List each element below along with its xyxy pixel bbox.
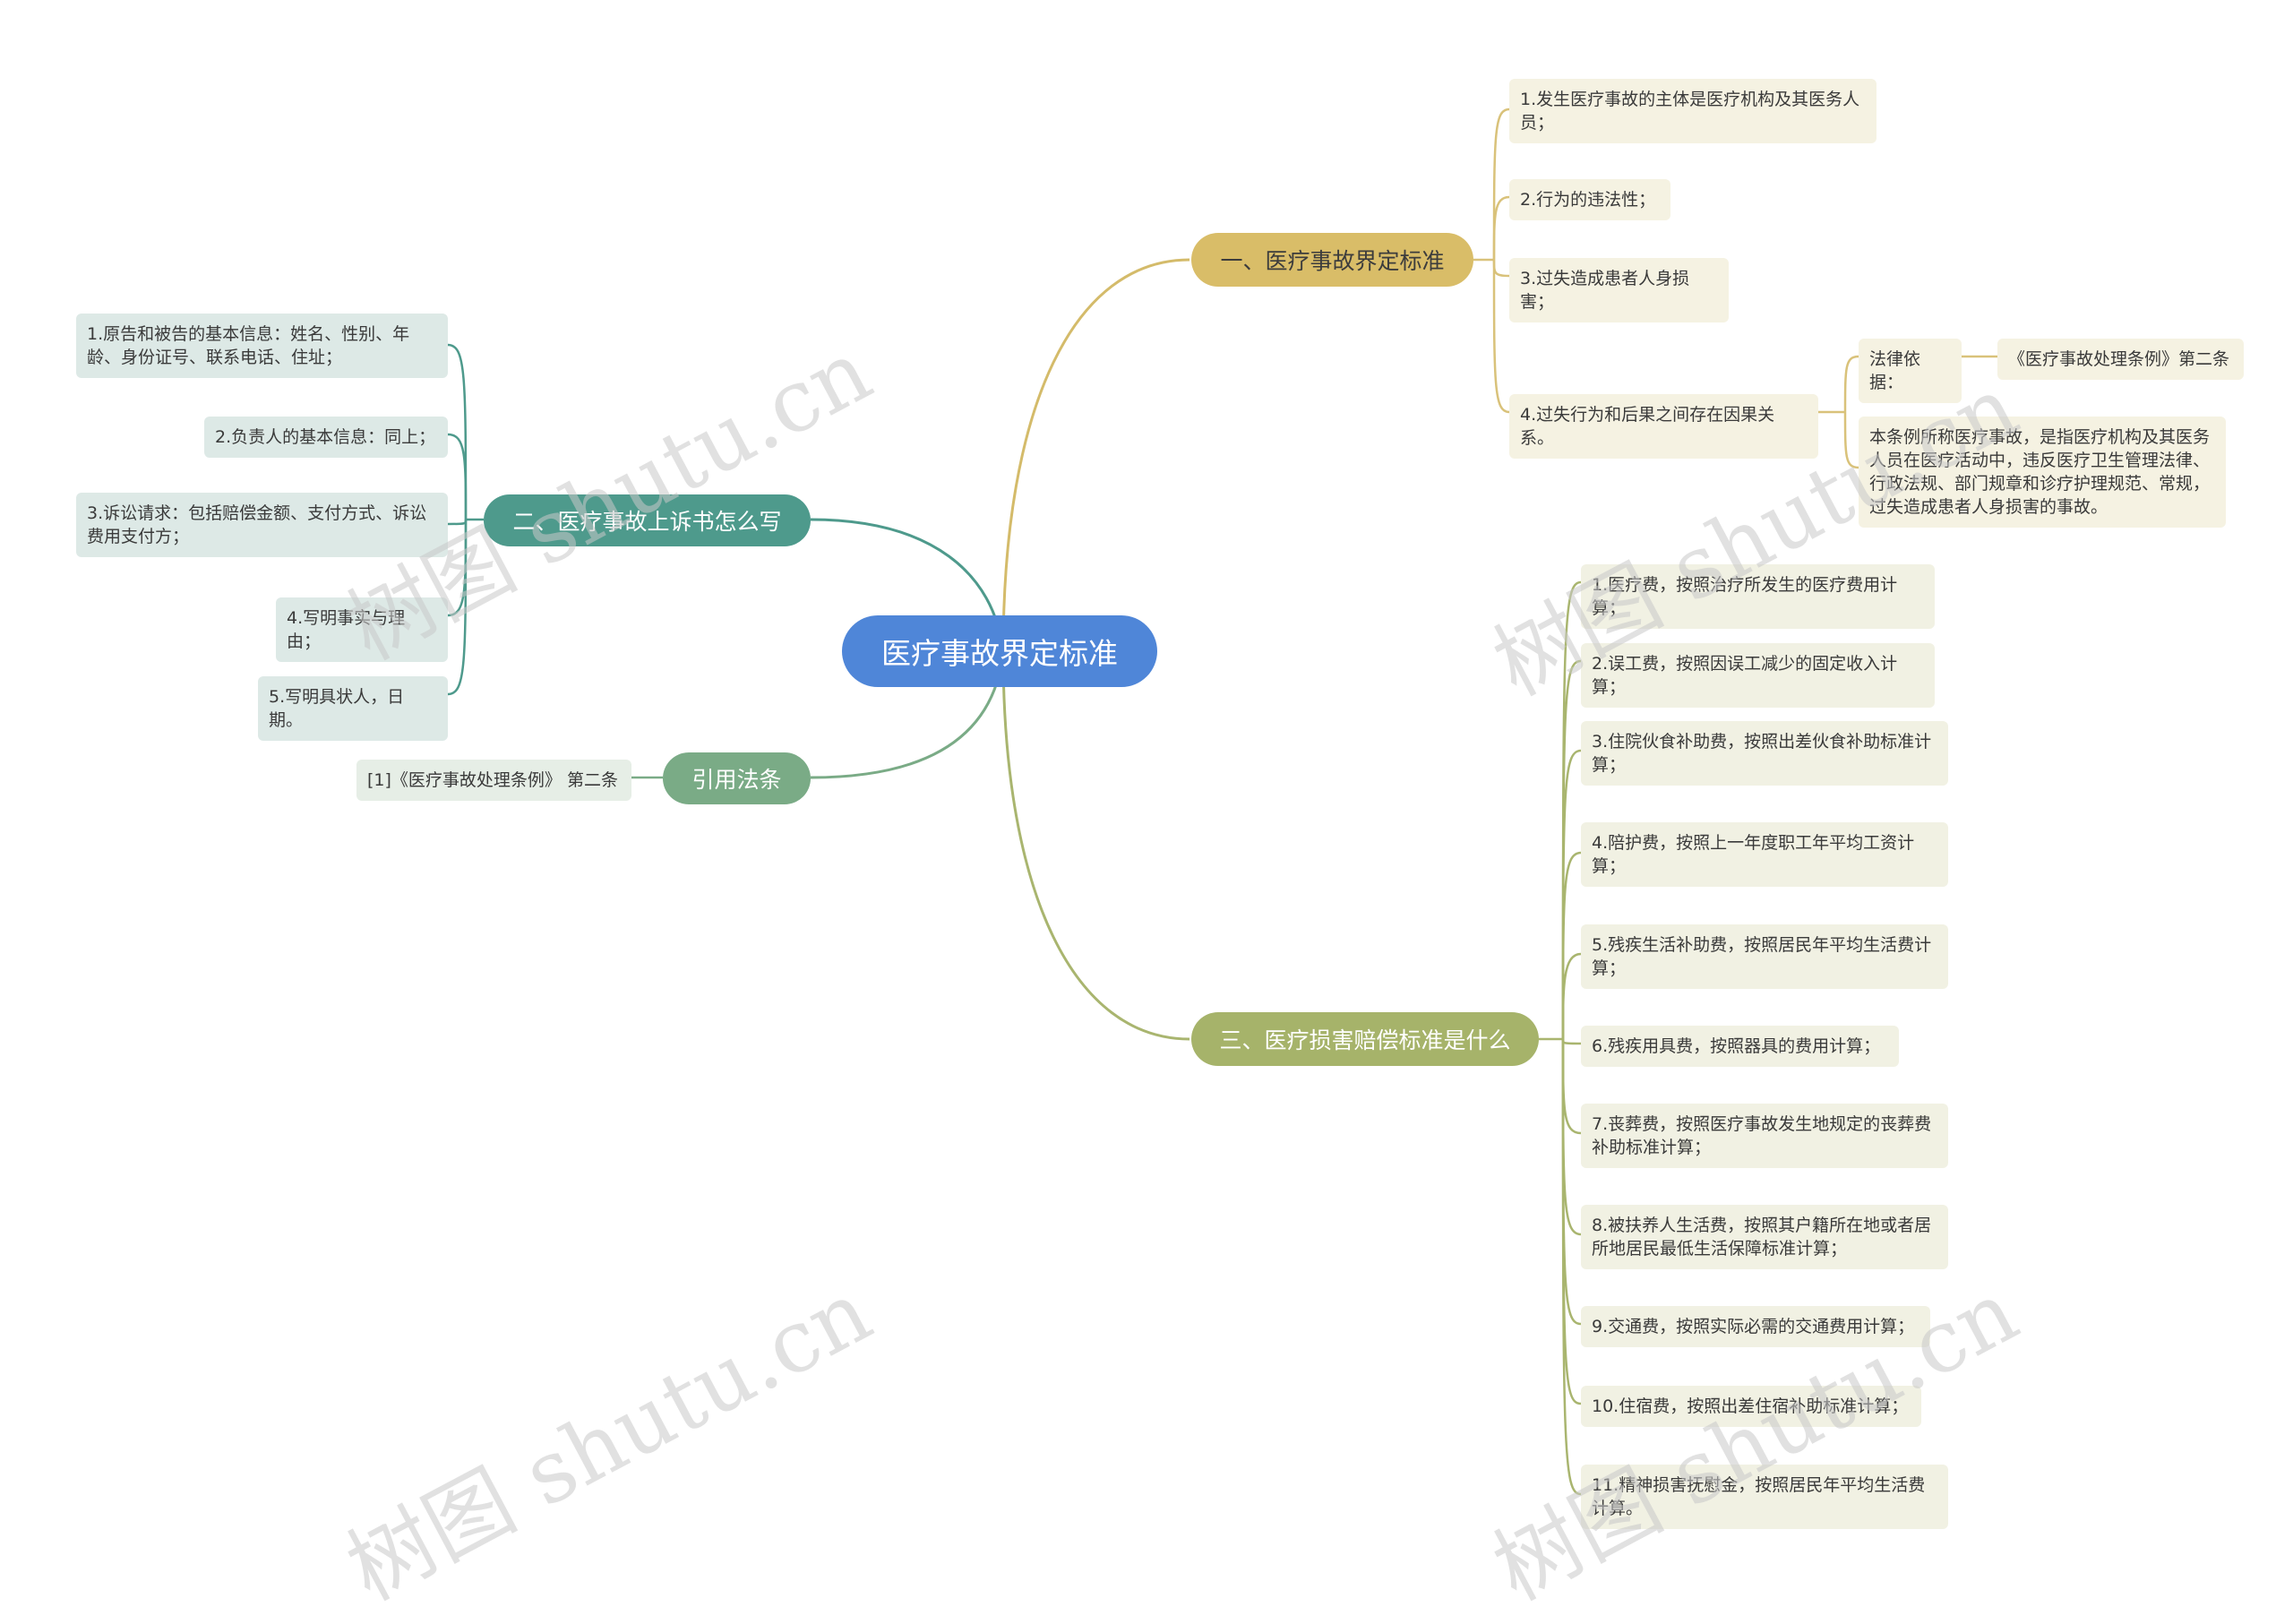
link-root-b3 (1001, 651, 1190, 1041)
link-b1-1 (1492, 107, 1510, 261)
appeal-item[interactable]: 5.写明具状人，日期。 (258, 676, 448, 741)
compensation-item[interactable]: 3.住院伙食补助费，按照出差伙食补助标准计算； (1581, 721, 1948, 786)
link-b3-5 (1561, 952, 1582, 1040)
link-b1-3 (1492, 259, 1510, 278)
branch-compensation[interactable]: 三、医疗损害赔偿标准是什么 (1191, 1012, 1539, 1066)
link-b3-4 (1561, 851, 1582, 1040)
link-b3-9 (1561, 1038, 1582, 1326)
link-b1-4b (1843, 411, 1859, 469)
link-b3-11 (1561, 1038, 1582, 1496)
compensation-item[interactable]: 4.陪护费，按照上一年度职工年平均工资计算； (1581, 822, 1948, 887)
appeal-item[interactable]: 4.写明事实与理由； (276, 597, 448, 662)
compensation-item[interactable]: 5.残疾生活补助费，按照居民年平均生活费计算； (1581, 924, 1948, 989)
citation-item[interactable]: [1]《医疗事故处理条例》 第二条 (356, 760, 631, 801)
link-b2-1 (447, 343, 468, 520)
link-b3-6 (1561, 1038, 1582, 1045)
branch-definition[interactable]: 一、医疗事故界定标准 (1191, 233, 1473, 287)
link-b3-7 (1561, 1038, 1582, 1135)
definition-item[interactable]: 1.发生医疗事故的主体是医疗机构及其医务人员； (1509, 79, 1876, 143)
link-b1-4 (1492, 259, 1510, 414)
legal-basis-reference[interactable]: 《医疗事故处理条例》第二条 (1997, 339, 2244, 380)
appeal-item[interactable]: 2.负责人的基本信息：同上； (204, 417, 448, 458)
branch-citation[interactable]: 引用法条 (663, 752, 811, 804)
branch-appeal[interactable]: 二、医疗事故上诉书怎么写 (484, 494, 811, 546)
root-topic[interactable]: 医疗事故界定标准 (842, 615, 1157, 687)
link-b3-2 (1561, 659, 1582, 1040)
link-b3-10 (1561, 1038, 1582, 1405)
link-b1-4a (1843, 355, 1859, 413)
compensation-item[interactable]: 2.误工费，按照因误工减少的固定收入计算； (1581, 643, 1935, 708)
link-b3-8 (1561, 1038, 1582, 1236)
definition-item[interactable]: 2.行为的违法性； (1509, 179, 1670, 220)
compensation-item[interactable]: 9.交通费，按照实际必需的交通费用计算； (1581, 1306, 1930, 1347)
compensation-item[interactable]: 11.精神损害抚慰金，按照居民年平均生活费计算。 (1581, 1465, 1948, 1529)
legal-basis-label[interactable]: 法律依据： (1859, 339, 1962, 403)
link-b1-2 (1492, 195, 1510, 261)
compensation-item[interactable]: 10.住宿费，按照出差住宿补助标准计算； (1581, 1386, 1921, 1427)
compensation-item[interactable]: 7.丧葬费，按照医疗事故发生地规定的丧葬费补助标准计算； (1581, 1104, 1948, 1168)
appeal-item[interactable]: 3.诉讼请求：包括赔偿金额、支付方式、诉讼费用支付方； (76, 493, 448, 557)
compensation-item[interactable]: 1.医疗费，按照治疗所发生的医疗费用计算； (1581, 564, 1935, 629)
legal-definition-text[interactable]: 本条例所称医疗事故，是指医疗机构及其医务人员在医疗活动中，违反医疗卫生管理法律、… (1859, 417, 2226, 528)
appeal-item[interactable]: 1.原告和被告的基本信息：姓名、性别、年龄、身份证号、联系电话、住址； (76, 314, 448, 378)
definition-item[interactable]: 4.过失行为和后果之间存在因果关系。 (1509, 394, 1818, 459)
definition-item[interactable]: 3.过失造成患者人身损害； (1509, 258, 1729, 322)
compensation-item[interactable]: 6.残疾用具费，按照器具的费用计算； (1581, 1026, 1899, 1067)
mindmap-canvas: 医疗事故界定标准 一、医疗事故界定标准 二、医疗事故上诉书怎么写 三、医疗损害赔… (76, 79, 2244, 1620)
compensation-item[interactable]: 8.被扶养人生活费，按照其户籍所在地或者居所地居民最低生活保障标准计算； (1581, 1205, 1948, 1269)
link-b2-2 (447, 433, 468, 520)
link-root-b1 (1001, 258, 1190, 653)
connector-lines (447, 107, 1997, 1496)
link-b2-5 (447, 519, 468, 696)
